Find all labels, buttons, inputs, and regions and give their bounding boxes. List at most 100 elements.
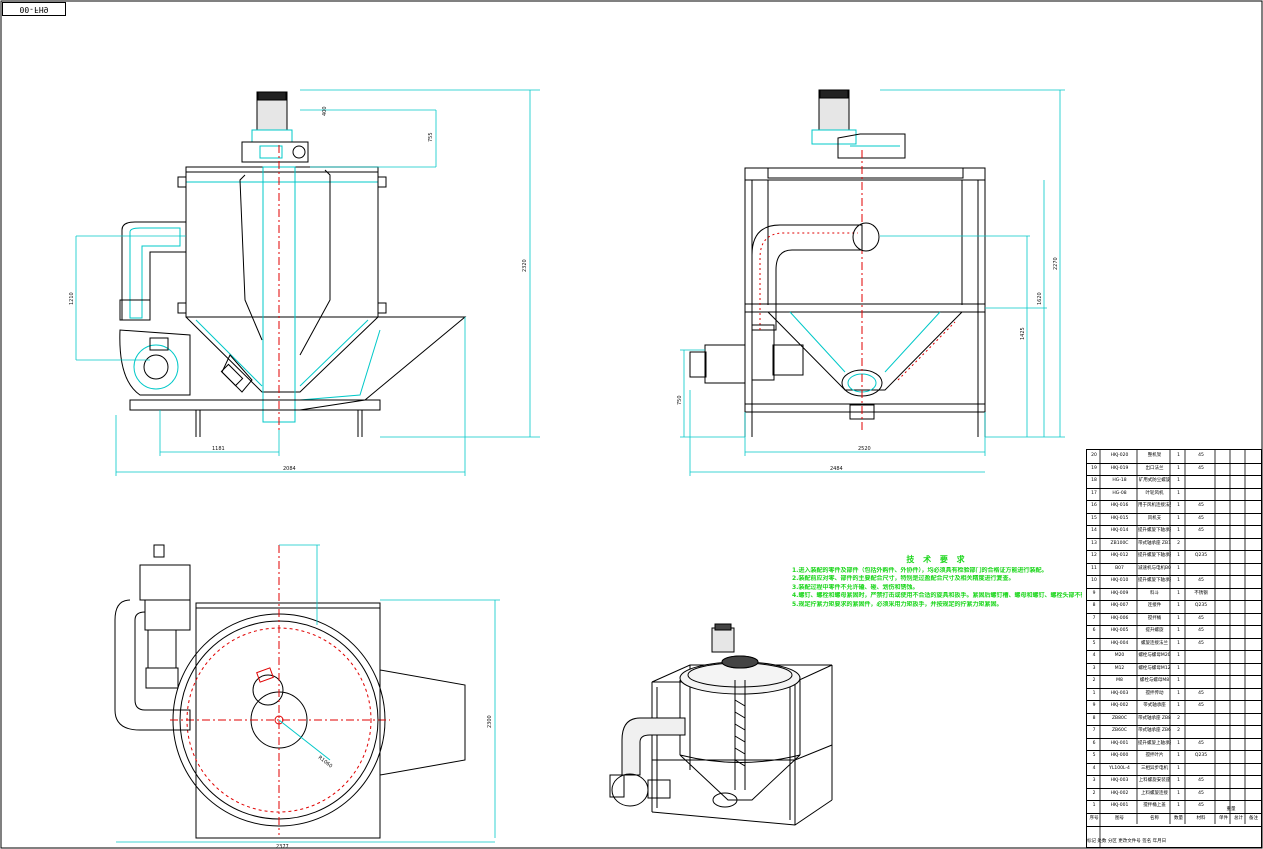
bom-cell-qty: 2 (1177, 715, 1180, 721)
bom-cell-no: 1 (1092, 690, 1096, 696)
bom-cell-no: 8 (1092, 603, 1096, 608)
bom-cell-no: 15 (1091, 515, 1097, 521)
bom-cell-mat: 45 (1198, 790, 1204, 796)
bom-cell-mat: Q235 (1194, 753, 1208, 758)
bom-cell-mat (1186, 713, 1216, 726)
bom-footer: 标记 处数 分区 更改文件号 签名 年月日 (1087, 839, 1167, 844)
bom-cell-name: 搅拌传动 (1145, 690, 1164, 696)
bom-cell-code: HKJ-002 (1110, 790, 1129, 796)
bom-cell-name: 搅拌桶上盖 (1143, 803, 1166, 808)
bom-cell-qty: 1 (1177, 603, 1180, 608)
bom-cell-mat: 45 (1198, 465, 1204, 471)
bom-cell-no: 2 (1092, 678, 1096, 683)
bom-cell-name: 出口法兰 (1145, 465, 1164, 471)
dim-plan-bottom: 2377 (276, 844, 289, 849)
dim-side-width: 2484 (830, 466, 843, 472)
bom-cell-code: HKJ-010 (1110, 578, 1129, 583)
tech-line: 2.装配前应对零、部件的主要配合尺寸，特别是过盈配合尺寸及相关精度进行复查。 (792, 575, 1015, 583)
bom-header-cell: 图号 (1115, 815, 1124, 821)
bom-cell-no: 2 (1092, 790, 1096, 796)
bom-header-cell: 单件 (1219, 815, 1228, 821)
bom-cell-mat: 45 (1198, 515, 1204, 521)
bom-cell-no: 9 (1092, 590, 1096, 596)
bom-cell-mat: Q235 (1194, 603, 1208, 608)
bom-cell-name: 带式轴承座 (1143, 703, 1166, 708)
bom-cell-no: 6 (1092, 740, 1096, 746)
dim-side-left: 750 (677, 395, 683, 405)
bom-cell-no: 9 (1092, 703, 1096, 708)
bom-cell-qty: 1 (1177, 628, 1180, 633)
bom-cell-mat (1186, 675, 1216, 688)
bom-cell-mat: 45 (1198, 803, 1204, 808)
dim-side-mid: 1620 (1037, 292, 1043, 305)
bom-cell-qty: 1 (1177, 578, 1180, 583)
bom-cell-mat (1186, 763, 1216, 776)
bom-cell-no: 20 (1091, 453, 1097, 458)
bom-cell-code: M8 (1116, 678, 1123, 683)
bom-cell-code: HKJ-005 (1110, 628, 1129, 633)
bom-cell-no: 13 (1091, 540, 1097, 546)
bom-cell-no: 5 (1092, 753, 1096, 758)
bom-cell-code: HKJ-012 (1110, 553, 1129, 558)
bom-cell-qty: 1 (1177, 615, 1180, 621)
bom-cell-code: B07 (1115, 565, 1124, 571)
bom-cell-mat: 45 (1198, 740, 1204, 746)
bom-cell-no: 3 (1092, 665, 1096, 671)
dim-front-top: 400 (322, 106, 328, 116)
bom-cell-name: 整机架 (1147, 453, 1162, 458)
bom-cell-qty: 1 (1177, 665, 1180, 671)
bom-cell-no: 19 (1091, 465, 1097, 471)
technical-requirements: 技 术 要 求 1.进入装配的零件及部件（包括外购件、外协件），均必须具有检验部… (792, 555, 1082, 610)
bom-cell-no: 8 (1092, 715, 1096, 721)
bom-cell-qty: 1 (1177, 765, 1180, 771)
bom-cell-name: 矿用式防尘螺旋 (1138, 478, 1171, 483)
bom-cell-mat: 不锈钢 (1194, 590, 1208, 596)
bom-cell-mat: 45 (1198, 578, 1204, 583)
dim-front-base: 1181 (212, 446, 225, 452)
bom-cell-code: HKJ-020 (1110, 453, 1129, 458)
bom-cell-name: 上料螺旋安装座 (1138, 778, 1171, 783)
bom-cell-code: HKJ-004 (1110, 640, 1129, 646)
bom-cell-no: 5 (1092, 640, 1096, 646)
bom-cell-no: 1 (1092, 803, 1096, 808)
bom-cell-name: 上料螺旋连接 (1141, 790, 1168, 796)
bom-cell-code: M20 (1114, 653, 1125, 658)
bom-cell-code: ZB100C (1110, 540, 1129, 546)
dim-side-low: 1425 (1020, 327, 1026, 340)
tech-title: 技 术 要 求 (906, 555, 968, 564)
bom-cell-no: 11 (1091, 565, 1097, 571)
bom-cell-code: HKJ-007 (1110, 603, 1129, 608)
bom-cell-qty: 1 (1177, 703, 1180, 708)
bom-cell-code: HKJ-003 (1110, 778, 1129, 783)
bom-cell-qty: 1 (1177, 553, 1180, 558)
bom-cell-name: 带式轴承座 ZB60C (1138, 728, 1171, 733)
tech-line: 5.规定拧紧力矩要求的紧固件，必须采用力矩扳手，并按规定的拧紧力矩紧固。 (792, 600, 1003, 608)
isometric-view (609, 623, 833, 826)
bom-cell-code: HKJ-003 (1110, 690, 1129, 696)
bom-cell-name: 螺栓与螺母M12 (1138, 665, 1171, 671)
bom-cell-name: 提升螺旋下轴承座 (1138, 528, 1171, 533)
bom-cell-no: 3 (1092, 778, 1096, 783)
bom-cell-mat: 45 (1198, 453, 1204, 458)
dim-front-left: 1210 (69, 292, 75, 305)
bom-cell-qty: 1 (1177, 565, 1180, 571)
bom-cell-name: 搅拌叶片 (1145, 753, 1164, 758)
